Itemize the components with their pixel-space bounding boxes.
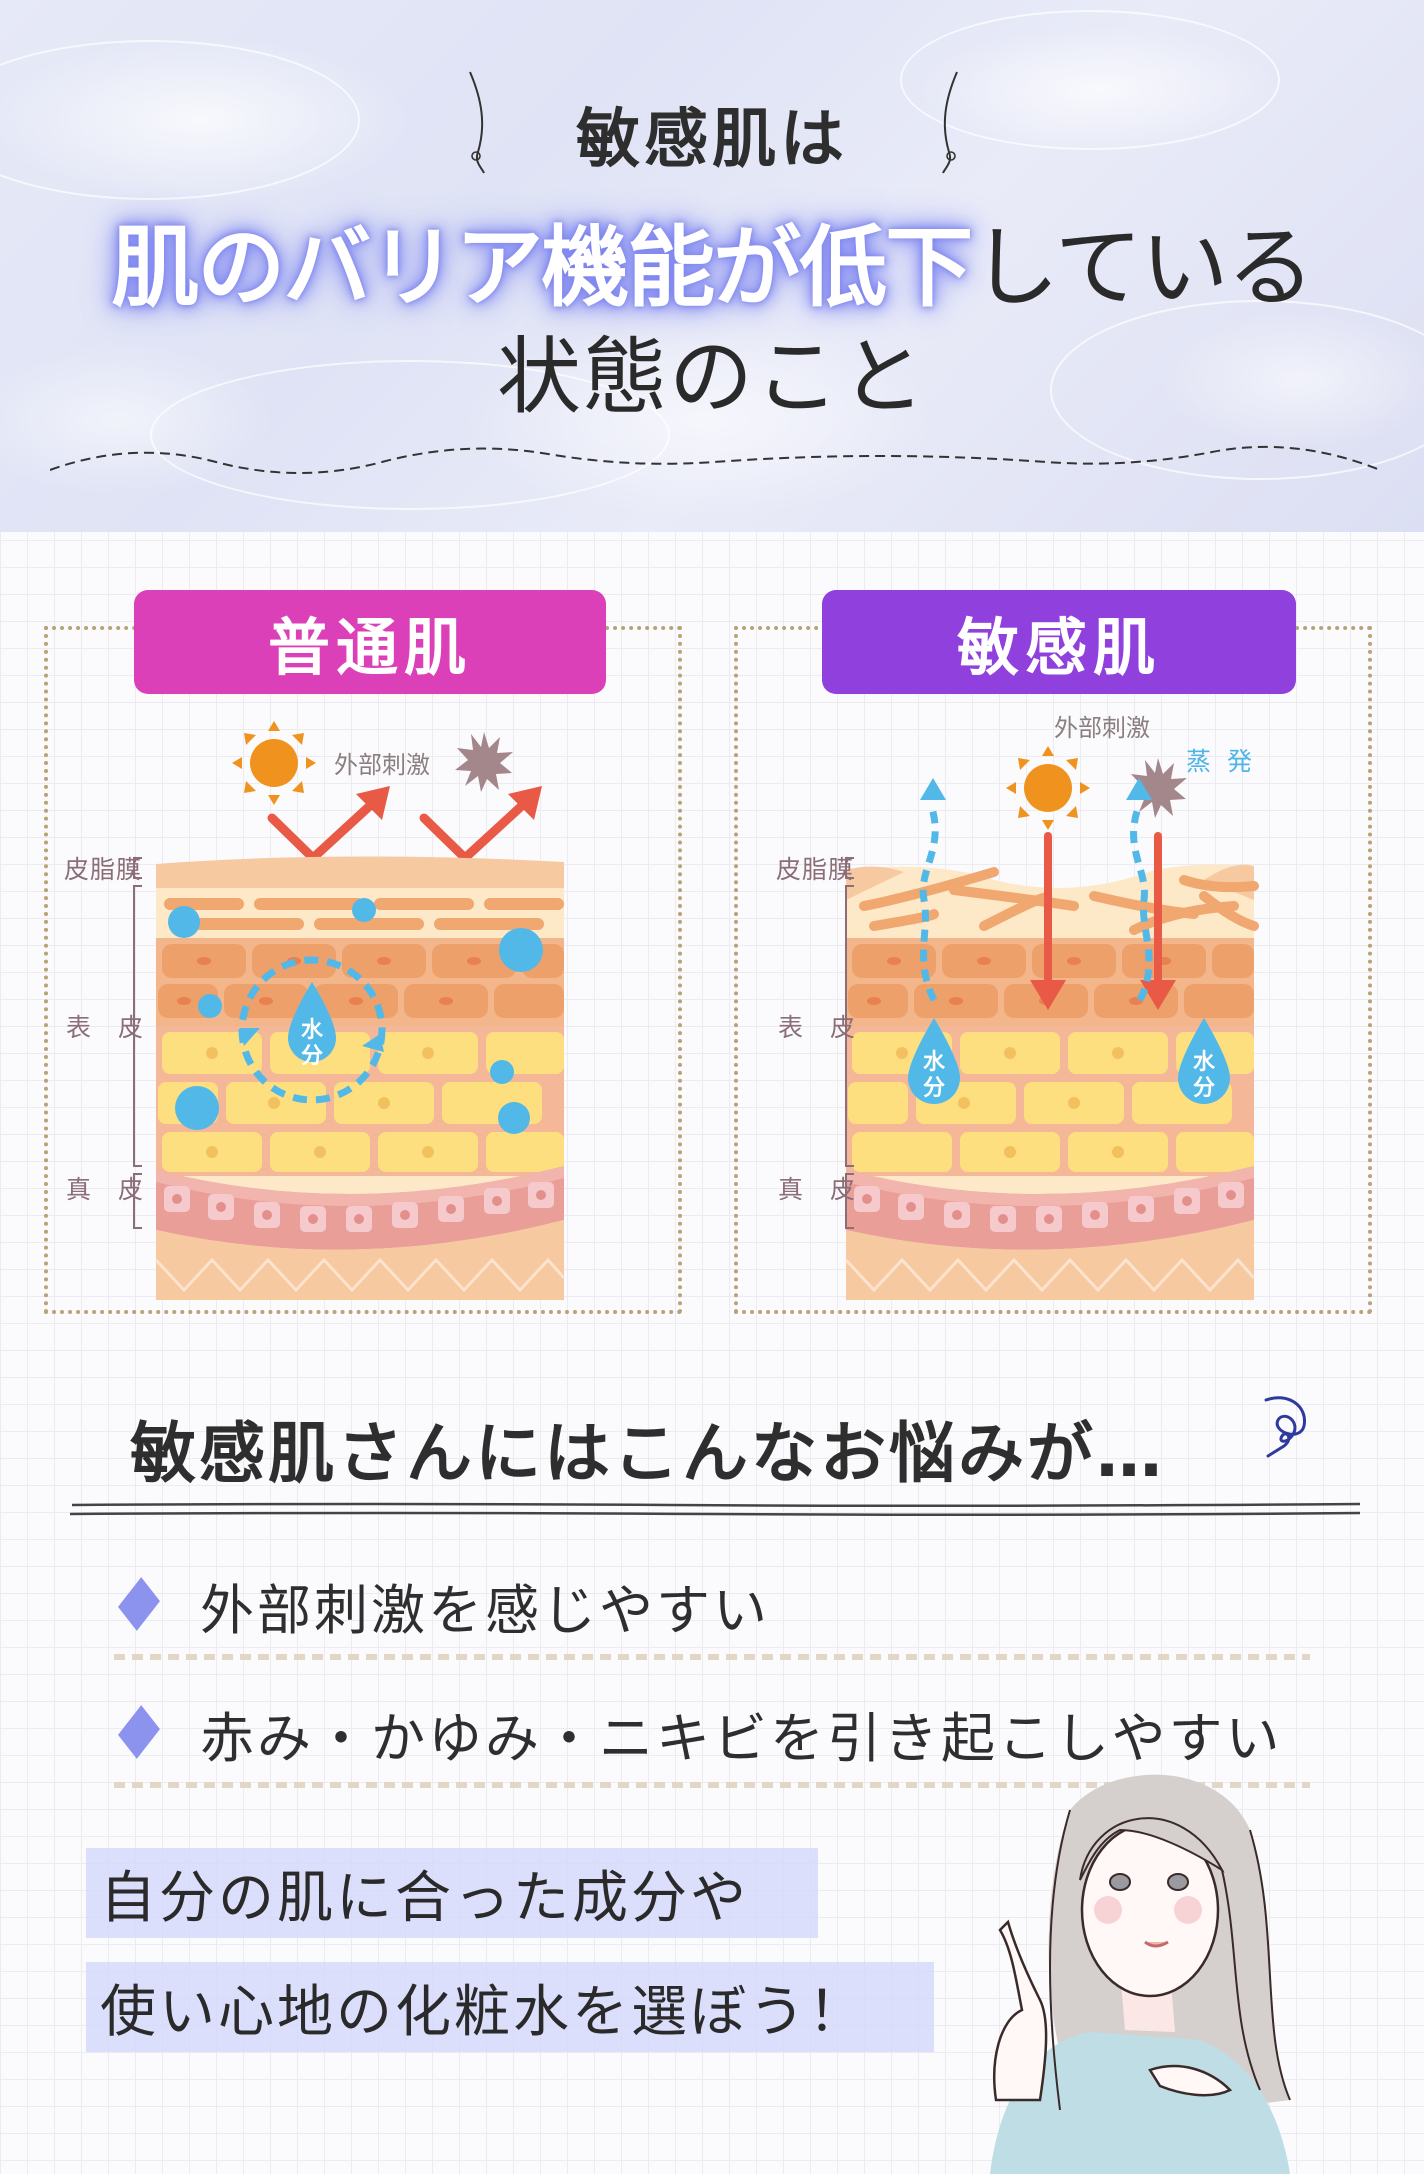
normal-skin-title: 普通肌 — [134, 590, 606, 694]
trouble-item: 外部刺激を感じやすい — [110, 1560, 770, 1650]
dermis-label: 真 皮 — [778, 1175, 857, 1204]
sebum-label: 皮脂膜 — [776, 855, 855, 884]
double-underline — [70, 1502, 1360, 1517]
moisture-cycle-icon — [238, 956, 386, 1104]
header-intro: 敏感肌は — [576, 103, 848, 177]
skin-cross-section-sensitive: 外部刺激 — [844, 714, 1259, 1300]
penetrate-arrow-icon — [1030, 832, 1176, 1010]
evaporation-label: 蒸 発 — [1186, 747, 1256, 776]
left-bracket-decoration — [469, 71, 485, 174]
dashed-separator — [114, 1782, 1310, 1788]
dashed-separator — [114, 1654, 1310, 1660]
diamond-bullet-icon — [110, 1577, 166, 1633]
swirl-doodle-icon — [1264, 1396, 1306, 1458]
headline-rest: している — [971, 216, 1314, 319]
trouble-item: 赤み・かゆみ・ニキビを引き起こしやすい — [110, 1688, 1282, 1778]
diamond-bullet-icon — [110, 1705, 166, 1761]
sun-icon — [232, 721, 316, 805]
water-ripple — [150, 360, 670, 510]
deflect-arrow-icon — [267, 797, 531, 865]
external-stimulus-label: 外部刺激 — [334, 751, 430, 779]
woman-pointing-illustration — [990, 1774, 1291, 2174]
external-stimulus-label: 外部刺激 — [1054, 714, 1150, 742]
epidermis-label: 表 皮 — [778, 1013, 857, 1042]
hero-header: 敏感肌は 肌のバリア機能が低下している 状態のこと — [0, 0, 1424, 532]
evaporation-arrow-icon — [919, 806, 1153, 1002]
sensitive-skin-title: 敏感肌 — [822, 590, 1296, 694]
dermis-label: 真 皮 — [66, 1175, 145, 1204]
water-ripple — [0, 40, 360, 200]
cta-line-2: 使い心地の化粧水を選ぼう！ — [86, 1962, 934, 2052]
sebum-label: 皮脂膜 — [64, 855, 143, 884]
irritant-burst-icon — [455, 732, 513, 792]
moisture-drop-label: 水分 — [922, 1050, 945, 1101]
irritant-burst-icon — [1129, 758, 1187, 818]
headline-line2: 状態のこと — [496, 328, 927, 426]
water-ripple — [900, 10, 1280, 150]
headline: 肌のバリア機能が低下している — [0, 212, 1424, 323]
normal-skin-diagram: 外部刺激 — [44, 700, 684, 1300]
epidermis-label: 表 皮 — [66, 1013, 145, 1042]
cta-line-1: 自分の肌に合った成分や — [86, 1848, 818, 1938]
water-drop-icon — [908, 1018, 960, 1104]
layer-brackets — [845, 857, 854, 1229]
wavy-dashed-divider — [50, 445, 1380, 474]
layer-brackets — [133, 857, 142, 1229]
skin-cross-section-normal: 外部刺激 — [154, 721, 566, 1300]
sensitive-skin-diagram: 外部刺激 — [734, 700, 1374, 1300]
sun-icon — [1006, 746, 1090, 830]
water-bubbles — [168, 898, 543, 1134]
water-drop-icon — [1178, 1018, 1230, 1104]
trouble-item-text: 外部刺激を感じやすい — [200, 1578, 770, 1642]
trouble-item-text: 赤み・かゆみ・ニキビを引き起こしやすい — [200, 1706, 1283, 1770]
troubles-title: 敏感肌さんにはこんなお悩みが… — [130, 1415, 1165, 1492]
headline-highlight: 肌のバリア機能が低下 — [111, 215, 973, 319]
water-ripple — [1050, 300, 1424, 480]
moisture-drop-label: 水分 — [300, 1018, 323, 1069]
moisture-drop-label: 水分 — [1192, 1050, 1215, 1101]
right-bracket-decoration — [942, 71, 958, 174]
